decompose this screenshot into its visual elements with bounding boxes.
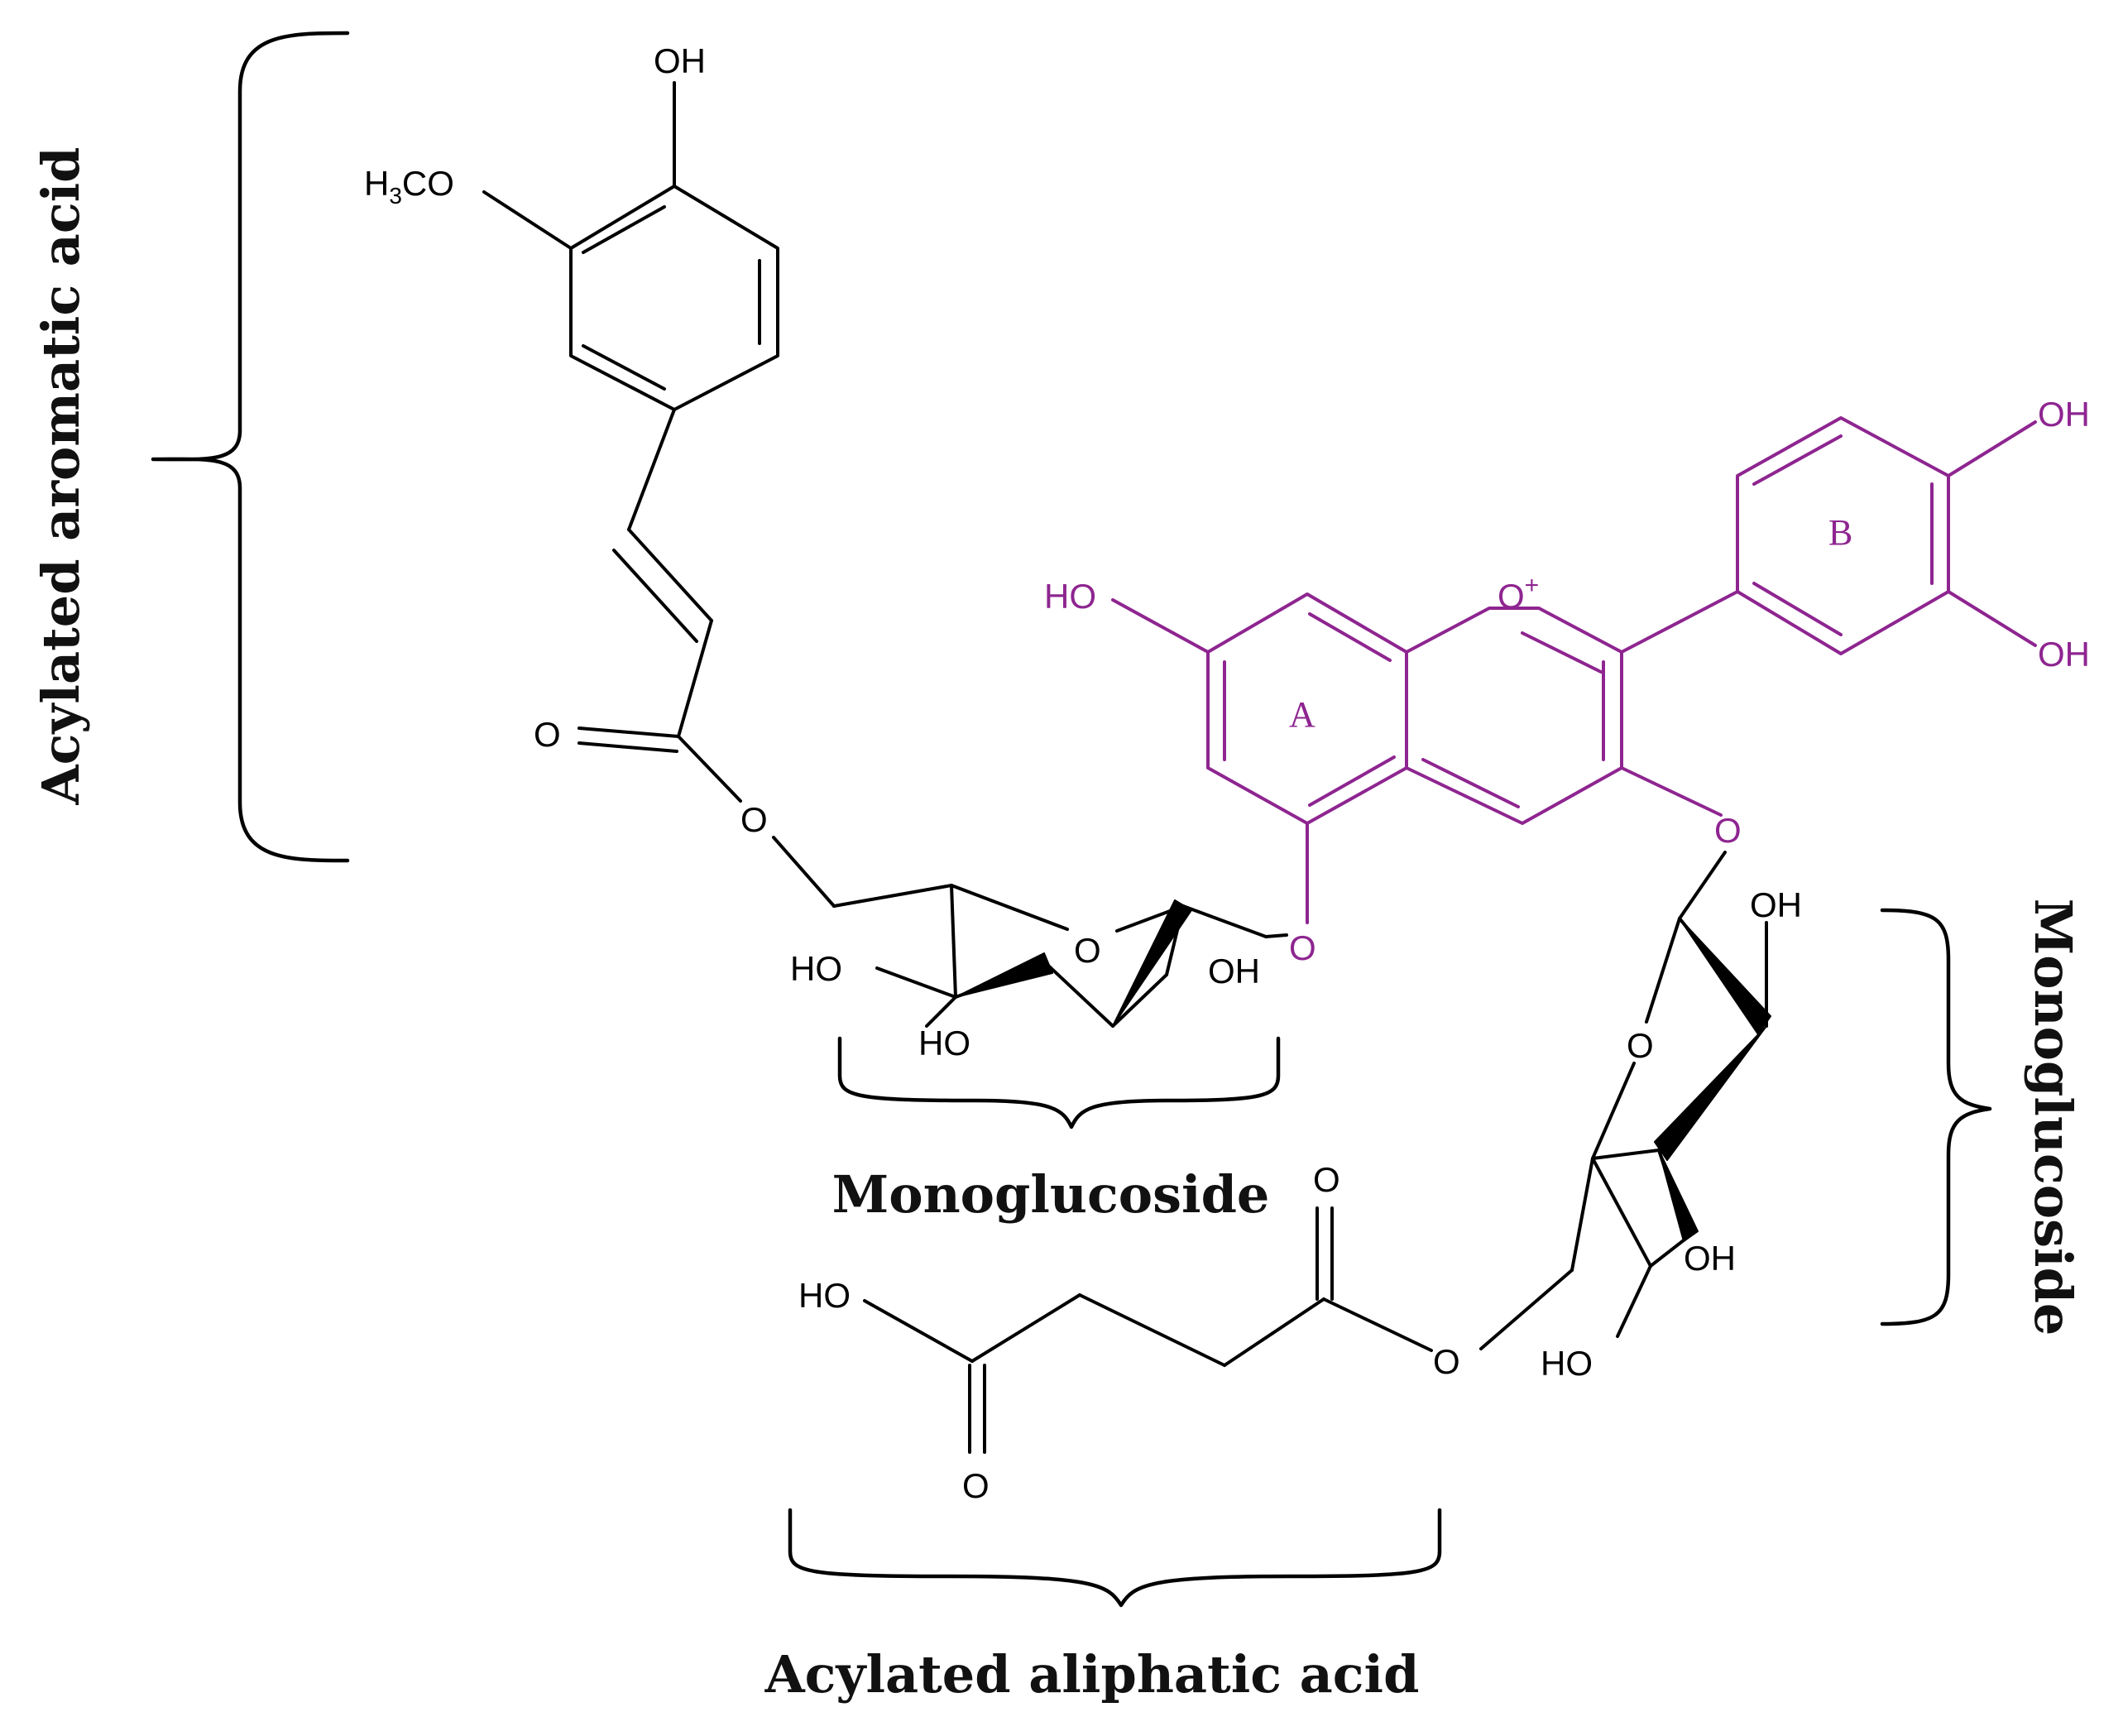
- glucose-2-oh-top-label: OH: [1750, 885, 1802, 924]
- glucose-1-moiety: [875, 884, 1268, 1028]
- glucose-2-wedge-mid: [1654, 1025, 1767, 1161]
- monoglucoside-left-brace: [837, 1036, 1281, 1129]
- o3-link-label: O: [1714, 811, 1742, 850]
- glucose-2-oh-mid-label: OH: [1684, 1239, 1736, 1278]
- ferulic-methoxy-label: H3CO: [364, 164, 454, 209]
- monoglucoside-right-caption: Monoglucoside: [2023, 899, 2083, 1336]
- aromatic-acid-brace: [151, 31, 350, 863]
- aliphatic-o-bottom-label: O: [962, 1466, 990, 1505]
- glucose-2-ho-bottom-label: HO: [1541, 1344, 1593, 1383]
- aromatic-acid-caption: Acylated aromatic acid: [31, 147, 91, 806]
- glucose-1-ho-bottom-label: HO: [918, 1024, 970, 1062]
- ferulic-acid-moiety: [482, 81, 953, 908]
- ring-a-label: A: [1289, 694, 1315, 735]
- glucose-2-wedge-low: [1658, 1149, 1699, 1242]
- aliphatic-o-top-label: O: [1313, 1160, 1340, 1199]
- aliphatic-acid-caption: Acylated aliphatic acid: [764, 1644, 1420, 1705]
- core-o-plus-label: O+: [1498, 572, 1539, 616]
- core-ho-label: HO: [1044, 577, 1096, 616]
- ring-b-oh-bottom-label: OH: [2038, 635, 2090, 674]
- o5-link-label: O: [1289, 928, 1316, 967]
- aliphatic-ester-o-label: O: [1433, 1342, 1460, 1381]
- glucose-1-ho-left-label: HO: [790, 949, 842, 988]
- monoglucoside-left-caption: Monoglucoside: [832, 1164, 1270, 1225]
- ferulic-oh-label: OH: [654, 41, 706, 80]
- glucose-2-ring-o-label: O: [1627, 1026, 1654, 1065]
- o5-glucose-1-bond: [1264, 933, 1288, 938]
- glucose-1-ring-o-label: O: [1074, 931, 1101, 970]
- glucose-1-oh-right-label: OH: [1208, 952, 1260, 990]
- ester1-carbonyl-o-label: O: [534, 715, 561, 754]
- glucose-1-wedge-right: [1112, 899, 1192, 1027]
- aliphatic-acid-moiety: [863, 1206, 1433, 1454]
- aliphatic-acid-brace: [788, 1508, 1442, 1608]
- monoglucoside-right-brace: [1880, 908, 1992, 1326]
- ester1-o-label: O: [740, 800, 768, 839]
- aliphatic-ho-label: HO: [798, 1276, 851, 1315]
- ring-b-label: B: [1828, 512, 1852, 553]
- glucose-1-wedge-left: [955, 952, 1053, 998]
- ring-b-oh-top-label: OH: [2038, 395, 2090, 434]
- anthocyanidin-core: [1111, 416, 2037, 924]
- glucose-2-wedge-top: [1679, 918, 1771, 1035]
